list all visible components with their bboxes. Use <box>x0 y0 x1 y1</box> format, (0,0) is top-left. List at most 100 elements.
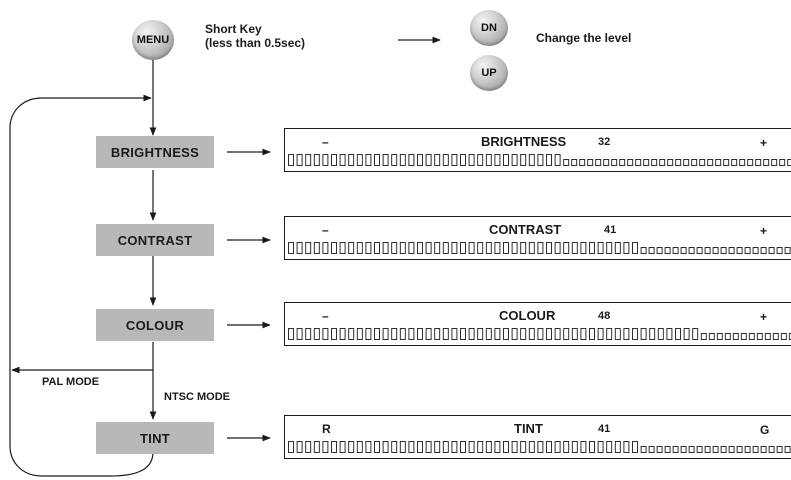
level-cell-filled <box>589 441 595 453</box>
up-button[interactable]: UP <box>470 55 508 91</box>
level-cell-empty <box>760 247 767 254</box>
level-cell-filled <box>614 242 621 254</box>
level-cell-filled <box>468 154 475 166</box>
level-cell-filled <box>692 328 699 340</box>
panel-title: COLOUR <box>499 308 556 323</box>
level-cell-filled <box>606 441 613 453</box>
level-cell-filled <box>331 154 337 166</box>
level-cell-empty <box>740 333 747 340</box>
level-cell-empty <box>744 446 751 453</box>
level-cell-filled <box>313 328 320 340</box>
level-cell-empty <box>640 446 647 453</box>
level-cell-empty <box>739 159 746 166</box>
level-cell-filled <box>554 328 561 340</box>
level-cell-empty <box>779 159 786 166</box>
level-cell-filled <box>451 242 458 254</box>
level-cell-filled <box>546 154 552 166</box>
level-cell-empty <box>760 446 767 453</box>
level-cell-empty <box>680 446 687 453</box>
level-cell-filled <box>399 242 406 254</box>
level-cell-filled <box>348 328 355 340</box>
level-cell-filled <box>322 441 329 453</box>
level-cell-filled <box>313 154 320 166</box>
level-cell-empty <box>579 159 586 166</box>
level-cell-filled <box>374 328 380 340</box>
level-cell-filled <box>511 328 518 340</box>
level-cell-filled <box>356 441 363 453</box>
level-cell-filled <box>494 328 501 340</box>
level-cell-filled <box>537 242 544 254</box>
level-cell-empty <box>648 446 655 453</box>
level-cell-empty <box>755 159 762 166</box>
level-cell-filled <box>503 242 509 254</box>
level-cell-empty <box>712 247 719 254</box>
level-cell-filled <box>288 154 294 166</box>
level-cell-empty <box>704 247 711 254</box>
level-cell-empty <box>680 247 687 254</box>
level-cell-filled <box>339 154 346 166</box>
level-cell-empty <box>700 333 707 340</box>
level-cell-filled <box>623 242 630 254</box>
level-cell-filled <box>546 328 552 340</box>
level-cell-empty <box>675 159 682 166</box>
level-cell-filled <box>356 154 363 166</box>
level-cell-filled <box>296 328 303 340</box>
level-cell-empty <box>619 159 626 166</box>
level-cell-filled <box>408 441 415 453</box>
level-cell-filled <box>365 328 372 340</box>
level-cell-filled <box>460 154 466 166</box>
level-cell-empty <box>764 333 771 340</box>
level-cell-filled <box>606 328 613 340</box>
level-cell-empty <box>688 247 695 254</box>
level-cell-filled <box>348 441 355 453</box>
level-cell-filled <box>632 242 638 254</box>
dn-button[interactable]: DN <box>470 10 508 46</box>
level-cell-empty <box>736 247 743 254</box>
contrast-box: CONTRAST <box>96 224 214 256</box>
level-cell-empty <box>699 159 706 166</box>
level-cell-empty <box>752 446 759 453</box>
level-cell-empty <box>720 446 727 453</box>
level-cell-filled <box>382 154 389 166</box>
level-cell-empty <box>691 159 698 166</box>
panel-title: BRIGHTNESS <box>481 134 567 149</box>
level-cell-filled <box>554 154 561 166</box>
level-cell-filled <box>503 441 509 453</box>
level-cell-filled <box>391 328 398 340</box>
level-cell-filled <box>374 154 380 166</box>
level-cell-empty <box>724 333 731 340</box>
level-cell-empty <box>768 247 775 254</box>
menu-button-label: MENU <box>136 34 170 46</box>
level-cell-filled <box>632 441 638 453</box>
tint-panel: R TINT 41 G <box>284 415 791 459</box>
level-cell-filled <box>296 441 303 453</box>
level-cell-filled <box>477 441 484 453</box>
level-cell-filled <box>554 242 561 254</box>
short-key-duration: (less than 0.5sec) <box>205 36 306 50</box>
level-cell-empty <box>787 159 791 166</box>
level-cell-empty <box>656 446 663 453</box>
decrease-sign: – <box>322 309 329 323</box>
level-cell-filled <box>451 328 458 340</box>
level-cell-filled <box>511 441 518 453</box>
level-cell-filled <box>546 242 552 254</box>
level-cell-empty <box>728 446 735 453</box>
increase-sign: + <box>760 136 768 150</box>
level-cell-filled <box>408 328 415 340</box>
colour-box-label: COLOUR <box>125 317 185 333</box>
level-cell-filled <box>468 328 475 340</box>
level-cell-filled <box>485 328 492 340</box>
level-cell-empty <box>763 159 770 166</box>
level-cell-filled <box>571 328 578 340</box>
level-cell-filled <box>434 441 441 453</box>
level-cell-empty <box>656 247 663 254</box>
menu-button[interactable]: MENU <box>132 20 174 60</box>
level-cell-empty <box>748 333 755 340</box>
level-cell-filled <box>305 242 312 254</box>
level-cell-filled <box>417 441 423 453</box>
level-cell-filled <box>657 328 664 340</box>
level-cell-filled <box>520 154 527 166</box>
level-cell-filled <box>442 441 449 453</box>
level-cell-filled <box>511 154 518 166</box>
level-cell-filled <box>477 154 484 166</box>
